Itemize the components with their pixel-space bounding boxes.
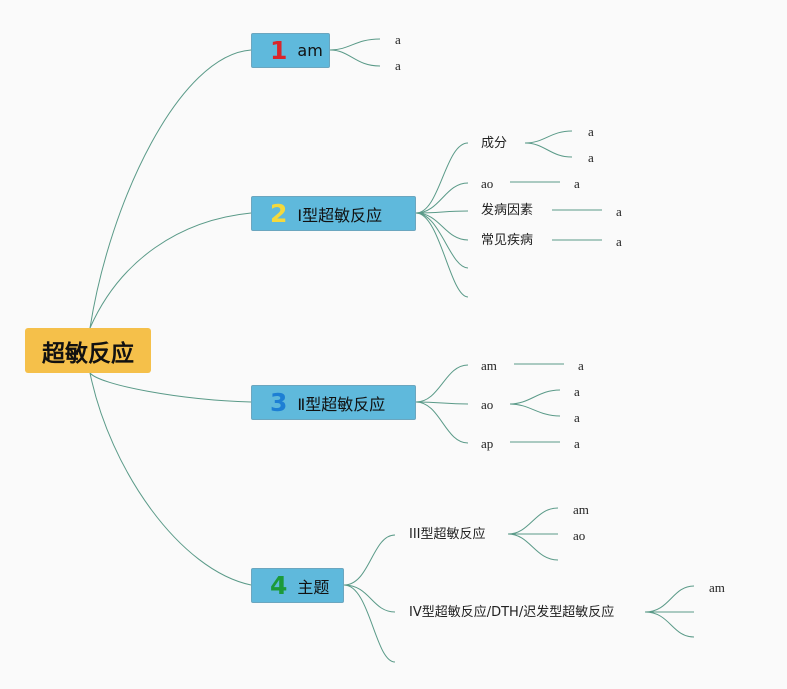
link-t3-c2 xyxy=(415,401,469,405)
topic-label-1: am xyxy=(297,41,323,60)
t1-child-2[interactable]: a xyxy=(395,58,401,73)
t1-child-1[interactable]: a xyxy=(395,32,401,47)
link-t2-c2 xyxy=(415,182,469,214)
t4-child-1-grand-1[interactable]: am xyxy=(573,502,589,517)
t2-child-1[interactable]: 成分 xyxy=(481,136,508,151)
t4-child-1[interactable]: III型超敏反应 xyxy=(409,527,486,542)
link-t4-c3 xyxy=(343,584,396,663)
t2-child-1-grand-2[interactable]: a xyxy=(588,150,594,165)
link-t2-c1-g1 xyxy=(524,130,573,144)
t2-child-2-grand-1[interactable]: a xyxy=(574,176,580,191)
topic-node-1[interactable]: 1 am xyxy=(251,33,330,68)
topic-number-4-icon: 4 xyxy=(270,571,288,600)
topic-node-4[interactable]: 4 主题 xyxy=(251,568,344,603)
link-t2-c1 xyxy=(415,142,469,214)
root-label: 超敏反应 xyxy=(42,340,134,367)
link-t2-c1-g2 xyxy=(524,142,573,158)
link-t3-c3 xyxy=(415,401,469,444)
topic-label-4: 主题 xyxy=(297,577,330,597)
topic-node-3[interactable]: 3 Ⅱ型超敏反应 xyxy=(251,385,416,420)
link-t4-c1-g3 xyxy=(507,533,559,561)
t3-child-1[interactable]: am xyxy=(481,358,497,373)
t2-child-3-grand-1[interactable]: a xyxy=(616,204,622,219)
t4-child-1-grand-2[interactable]: ao xyxy=(573,528,586,543)
t2-child-4-grand-1[interactable]: a xyxy=(616,234,622,249)
t2-child-4[interactable]: 常见疾病 xyxy=(481,233,534,248)
t3-child-2-grand-1[interactable]: a xyxy=(574,384,580,399)
link-t4-c2-g3 xyxy=(644,611,695,638)
t2-child-1-grand-1[interactable]: a xyxy=(588,124,594,139)
t2-child-2[interactable]: ao xyxy=(481,176,494,191)
link-root-topic3 xyxy=(89,372,252,403)
t3-child-3-grand-1[interactable]: a xyxy=(574,436,580,451)
link-t1-c2 xyxy=(329,49,381,67)
t3-child-1-grand-1[interactable]: a xyxy=(578,358,584,373)
link-root-topic1 xyxy=(89,49,252,329)
topic-label-3: Ⅱ型超敏反应 xyxy=(297,394,386,414)
topic-number-2-icon: 2 xyxy=(270,199,288,228)
t4-child-2-grand-1[interactable]: am xyxy=(709,580,725,595)
t2-child-3[interactable]: 发病因素 xyxy=(481,203,534,218)
link-t2-c3 xyxy=(415,210,469,214)
link-root-topic2 xyxy=(89,212,252,329)
link-t3-c2-g1 xyxy=(509,389,561,405)
link-root-topic4 xyxy=(89,372,252,586)
topic-number-1-icon: 1 xyxy=(270,36,288,65)
topic-label-2: Ⅰ型超敏反应 xyxy=(297,205,383,225)
t3-child-3[interactable]: ap xyxy=(481,436,494,451)
link-t2-c5 xyxy=(415,212,469,269)
link-t1-c1 xyxy=(329,38,381,51)
t4-child-2[interactable]: IV型超敏反应/DTH/迟发型超敏反应 xyxy=(409,605,615,620)
t3-child-2[interactable]: ao xyxy=(481,397,494,412)
topic-number-3-icon: 3 xyxy=(270,388,288,417)
t3-child-2-grand-2[interactable]: a xyxy=(574,410,580,425)
root-node[interactable]: 超敏反应 xyxy=(25,328,151,373)
topic-node-2[interactable]: 2 Ⅰ型超敏反应 xyxy=(251,196,416,231)
link-t3-c1 xyxy=(415,364,469,403)
link-t2-c6 xyxy=(415,212,469,298)
link-t3-c2-g2 xyxy=(509,403,561,417)
link-t4-c2-g1 xyxy=(644,585,695,613)
link-t4-c2 xyxy=(343,584,396,613)
link-t4-c1 xyxy=(343,534,396,586)
link-t4-c1-g1 xyxy=(507,507,559,535)
